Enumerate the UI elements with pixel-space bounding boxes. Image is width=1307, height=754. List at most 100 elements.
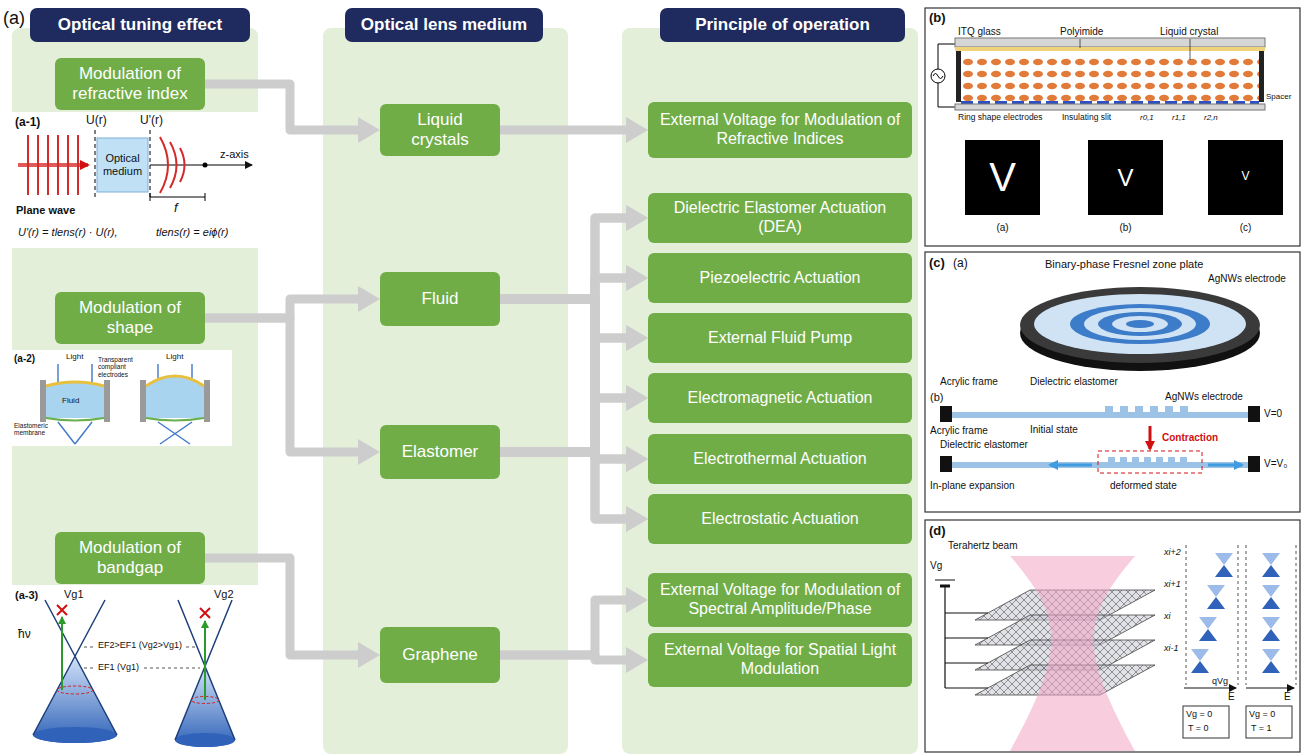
fresnel-zone-plate-panel-part xyxy=(952,412,1248,418)
lc-lens-panel-part xyxy=(955,104,1265,110)
box-text: External Fluid Pump xyxy=(708,329,852,348)
box-text: Graphene xyxy=(402,645,478,665)
figure-label: ħν xyxy=(18,628,31,642)
graphene-modulator-panel-part xyxy=(1191,553,1280,661)
fluid-lens-illustration-part-part xyxy=(75,422,92,444)
fluid-lens-illustration xyxy=(12,350,232,446)
graphene-modulator-panel-part-part xyxy=(1207,585,1225,597)
box-text: Modulation of refractive index xyxy=(63,64,197,104)
column-header: Optical tuning effect xyxy=(30,8,250,42)
box-text: Modulation of bandgap xyxy=(63,538,197,578)
column-background-part xyxy=(12,28,258,754)
flow-arrow xyxy=(500,299,634,459)
flow-arrow xyxy=(205,558,366,655)
graphene-modulator-panel-part-part xyxy=(1262,617,1280,629)
dirac-cone-illustration-part xyxy=(61,617,63,690)
lens-focusing-illustration-part-part xyxy=(77,135,79,195)
category-box: Elastomer xyxy=(380,425,500,479)
figure-label: f xyxy=(174,201,178,216)
figure-label: (b) xyxy=(1088,222,1163,234)
figure-label: Acrylic frame xyxy=(930,425,988,437)
fresnel-zone-plate-panel-part xyxy=(1112,316,1168,332)
fluid-lens-illustration-part xyxy=(12,350,232,446)
graphene-modulator-panel-part-part xyxy=(1296,545,1297,685)
graphene-modulator-panel-part-part xyxy=(1215,565,1233,577)
figure-label: T = 1 xyxy=(1251,723,1272,733)
figure-label: Vg1 xyxy=(64,588,84,601)
fresnel-zone-plate-panel-part xyxy=(1098,451,1202,473)
figure-label: Liquid crystal xyxy=(1160,26,1218,38)
lens-focusing-illustration-part xyxy=(28,135,78,195)
graphene-modulator-panel-part-part xyxy=(1262,649,1280,661)
flow-arrow xyxy=(205,318,366,452)
figure-label: AgNWs electrode xyxy=(1208,273,1286,285)
figure-label: Dielectric elastomer xyxy=(940,439,1028,451)
graphene-modulator-panel-part xyxy=(1246,688,1294,689)
fresnel-zone-plate-panel-part-part xyxy=(1150,406,1158,412)
figure-label: Binary-phase Fresnel zone plate xyxy=(1045,258,1203,271)
figure-label: Vg = 0 xyxy=(1249,709,1275,719)
fresnel-zone-plate-panel-part-part xyxy=(1180,457,1187,462)
category-box: Fluid xyxy=(380,272,500,326)
fresnel-zone-plate-panel-part xyxy=(1020,287,1260,363)
graphene-modulator-panel-part-part xyxy=(1207,597,1225,609)
category-box: Modulation of bandgap xyxy=(55,532,205,584)
flow-arrow xyxy=(500,126,634,135)
lens-focusing-illustration-part xyxy=(97,138,148,192)
figure-label: (c) xyxy=(1208,222,1283,234)
fluid-lens-illustration-part xyxy=(46,382,104,386)
figure-label: (d) xyxy=(929,524,946,539)
graphene-modulator-panel-part-part xyxy=(1199,617,1217,629)
category-box: Electrostatic Actuation xyxy=(648,494,912,544)
fresnel-zone-plate-panel-part xyxy=(1126,320,1154,328)
figure-label: xi-1 xyxy=(1164,643,1179,653)
lc-lens-panel xyxy=(925,8,1300,246)
figure-label: Optical medium xyxy=(97,152,148,177)
category-box: Dielectric Elastomer Actuation (DEA) xyxy=(648,193,912,243)
figure-label: Dielectric elastomer xyxy=(1030,376,1118,388)
figure-label: xi+2 xyxy=(1164,547,1181,557)
figure-label: Vg xyxy=(930,560,942,572)
dirac-cone-illustration-part xyxy=(175,600,235,740)
graphene-modulator-panel-part xyxy=(1184,688,1236,689)
category-box: Liquid crystals xyxy=(380,104,500,156)
fresnel-zone-plate-panel-part xyxy=(925,252,1300,512)
figure-label: (a-1) xyxy=(15,116,40,130)
lens-focusing-illustration-part xyxy=(150,164,252,165)
lc-lens-panel-part xyxy=(965,140,1040,215)
fluid-lens-illustration-part-part xyxy=(191,364,192,378)
graphene-modulator-panel-part xyxy=(1183,706,1229,738)
figure-label: EF2>EF1 (Vg2>Vg1) xyxy=(96,640,184,650)
column-background-part xyxy=(622,28,918,754)
graphene-modulator-panel-part-part xyxy=(1262,597,1280,609)
category-box: Electrothermal Actuation xyxy=(648,434,912,484)
flow-arrow xyxy=(205,84,366,130)
fluid-lens-illustration-part xyxy=(140,380,146,422)
fresnel-zone-plate-panel-part-part xyxy=(1165,406,1173,412)
box-text: Electromagnetic Actuation xyxy=(688,389,873,408)
figure-label: Plane wave xyxy=(16,204,75,217)
fluid-lens-illustration-part xyxy=(46,382,104,418)
lc-lens-panel-part xyxy=(955,38,1265,47)
flow-arrow xyxy=(500,218,634,299)
box-text: External Voltage for Spatial Light Modul… xyxy=(656,641,904,679)
figure-label: Polyimide xyxy=(1060,26,1103,38)
fresnel-zone-plate-panel-part xyxy=(952,462,1248,468)
figure-label: r1,1 xyxy=(1172,113,1186,122)
box-text: Electrostatic Actuation xyxy=(701,510,858,529)
figure-label: (a) xyxy=(3,8,25,29)
figure-label: Terahertz beam xyxy=(948,540,1017,552)
fresnel-zone-plate-panel-part-part xyxy=(1168,457,1175,462)
figure-label: tlens(r) = eiϕ(r) xyxy=(156,226,228,239)
flow-arrow xyxy=(500,278,634,452)
graphene-modulator-panel-part xyxy=(1010,556,1135,751)
graphene-modulator-panel-part-part xyxy=(1191,649,1209,661)
figure-label: EF1 (Vg1) xyxy=(96,662,141,672)
figure-label: Transparent compliant electrodes xyxy=(98,356,138,378)
figure-label: (a-2) xyxy=(14,353,35,365)
lc-lens-panel-part xyxy=(956,51,961,102)
figure-label: qVg xyxy=(1212,676,1228,686)
figure-label: Vg2 xyxy=(214,588,234,601)
lens-focusing-illustration-part-part xyxy=(160,137,168,193)
column-header: Principle of operation xyxy=(660,8,905,42)
